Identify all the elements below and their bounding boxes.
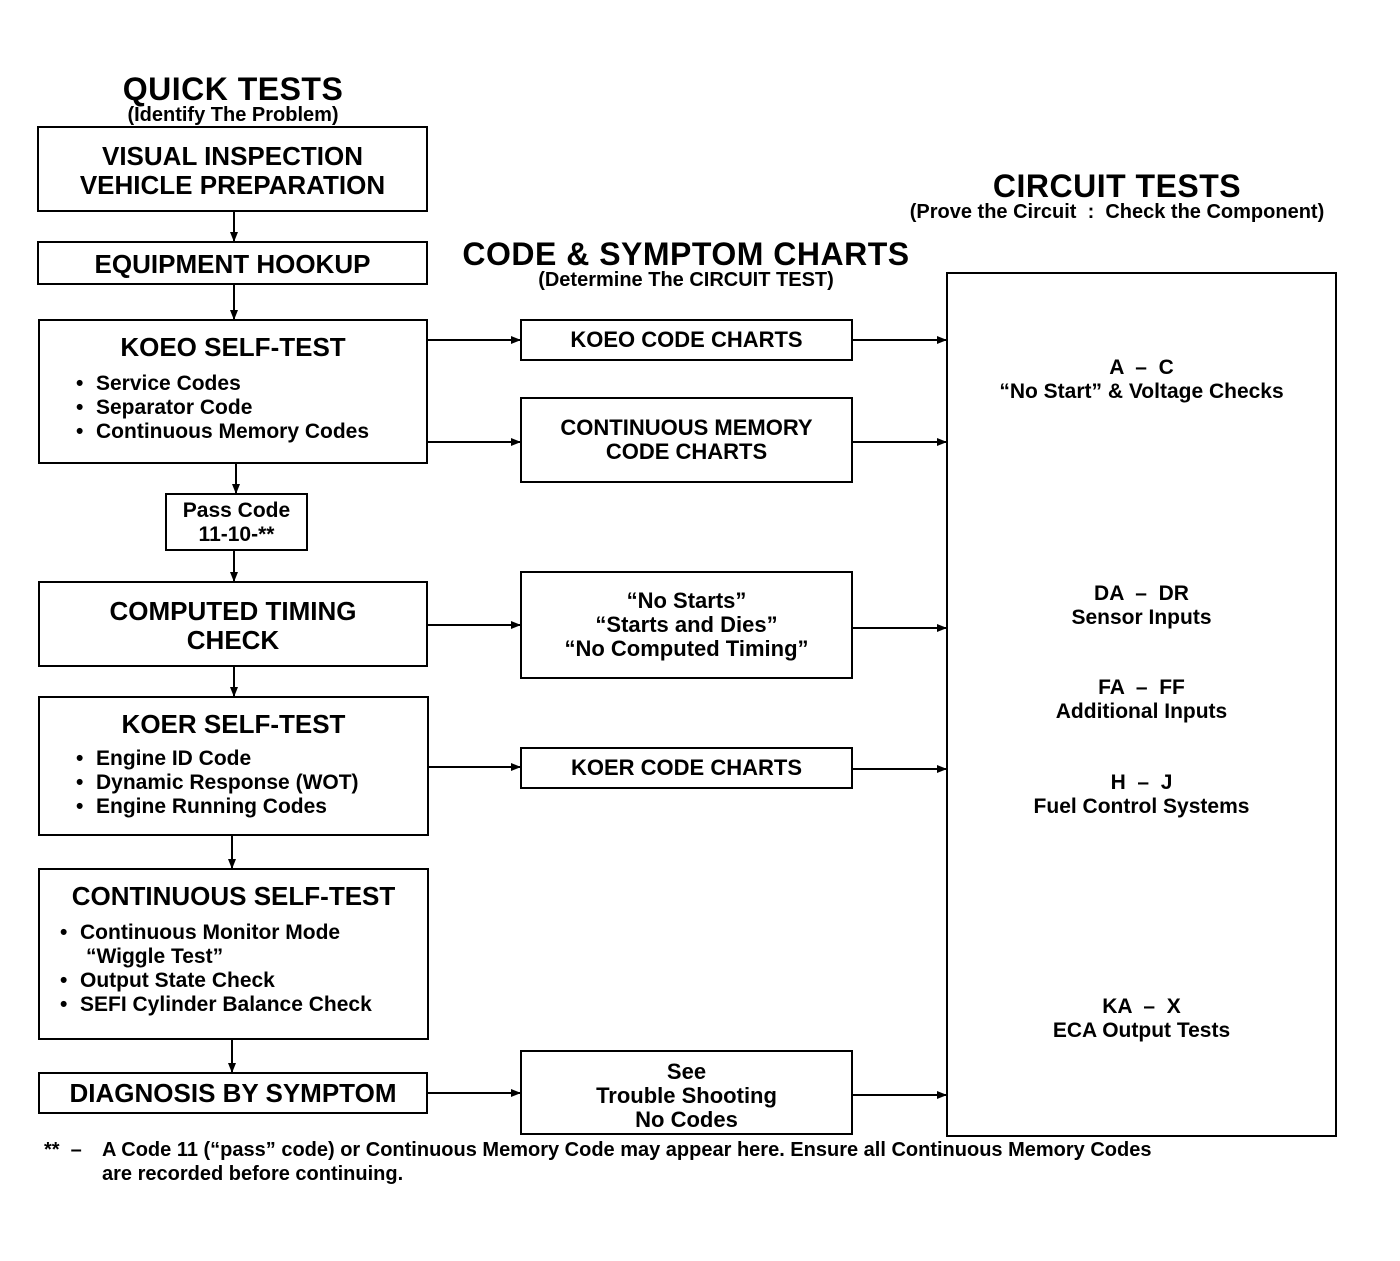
no-starts-label: “No Starts”: [626, 588, 747, 613]
footnote-marker: ** –: [44, 1139, 82, 1161]
koeo-self-test-title: KOEO SELF-TEST: [120, 332, 346, 362]
circuit-tests-header: CIRCUIT TESTS (Prove the Circuit : Check…: [862, 170, 1372, 222]
circuit-tests-box: A – C “No Start” & Voltage Checks DA – D…: [946, 272, 1337, 1137]
continuous-item: “Wiggle Test”: [86, 945, 224, 968]
computed-timing-check-label: CHECK: [186, 625, 280, 655]
no-computed-timing-label: “No Computed Timing”: [564, 636, 809, 661]
continuous-self-test-list: Continuous Monitor Mode “Wiggle Test” Ou…: [58, 921, 427, 1017]
koeo-item: Separator Code: [74, 396, 426, 420]
koeo-item: Service Codes: [74, 372, 426, 396]
footnote-line: A Code 11 (“pass” code) or Continuous Me…: [102, 1139, 1152, 1161]
pass-code-value: 11-10-**: [198, 523, 275, 546]
circuit-group: FA – FF Additional Inputs: [948, 676, 1335, 724]
starts-and-dies-label: “Starts and Dies”: [595, 612, 778, 637]
koer-code-charts-label: KOER CODE CHARTS: [570, 755, 802, 780]
continuous-item: SEFI Cylinder Balance Check: [58, 993, 427, 1017]
computed-timing-label: COMPUTED TIMING: [109, 596, 357, 626]
symptom-charts-box: “No Starts” “Starts and Dies” “No Comput…: [520, 571, 853, 679]
circuit-group: DA – DR Sensor Inputs: [948, 582, 1335, 630]
circuit-group: A – C “No Start” & Voltage Checks: [948, 356, 1335, 404]
circuit-tests-title: CIRCUIT TESTS: [992, 168, 1242, 204]
koer-item: Dynamic Response (WOT): [74, 771, 427, 795]
koeo-self-test-box: KOEO SELF-TEST Service Codes Separator C…: [38, 319, 428, 464]
koeo-code-charts-box: KOEO CODE CHARTS: [520, 319, 853, 361]
continuous-item: Output State Check: [58, 969, 427, 993]
trouble-shooting-label: Trouble Shooting: [596, 1083, 777, 1108]
diagnosis-by-symptom-label: DIAGNOSIS BY SYMPTOM: [69, 1078, 397, 1108]
circuit-group-label: Fuel Control Systems: [1033, 795, 1250, 818]
code-charts-label: CODE CHARTS: [605, 439, 768, 464]
circuit-group: H – J Fuel Control Systems: [948, 771, 1335, 819]
see-trouble-shooting-box: See Trouble Shooting No Codes: [520, 1050, 853, 1135]
visual-inspection-label: VISUAL INSPECTION: [101, 141, 363, 171]
koer-self-test-list: Engine ID Code Dynamic Response (WOT) En…: [74, 747, 427, 819]
pass-code-box: Pass Code 11-10-**: [165, 493, 308, 551]
footnote-line: are recorded before continuing.: [102, 1163, 404, 1185]
diagnosis-by-symptom-box: DIAGNOSIS BY SYMPTOM: [38, 1072, 428, 1114]
quick-tests-title: QUICK TESTS: [122, 71, 344, 107]
koer-self-test-title: KOER SELF-TEST: [121, 709, 346, 739]
koeo-self-test-list: Service Codes Separator Code Continuous …: [74, 372, 426, 444]
code-symptom-subtitle: (Determine The CIRCUIT TEST): [538, 269, 834, 291]
computed-timing-box: COMPUTED TIMING CHECK: [38, 581, 428, 667]
continuous-memory-charts-box: CONTINUOUS MEMORY CODE CHARTS: [520, 397, 853, 483]
koer-item: Engine Running Codes: [74, 795, 427, 819]
koer-self-test-box: KOER SELF-TEST Engine ID Code Dynamic Re…: [38, 696, 429, 836]
equipment-hookup-label: EQUIPMENT HOOKUP: [94, 249, 371, 279]
continuous-item: Continuous Monitor Mode: [58, 921, 427, 945]
quick-tests-header: QUICK TESTS (Identify The Problem): [78, 73, 388, 125]
visual-inspection-box: VISUAL INSPECTION VEHICLE PREPARATION: [37, 126, 428, 212]
koeo-code-charts-label: KOEO CODE CHARTS: [570, 327, 803, 352]
footnote-text: A Code 11 (“pass” code) or Continuous Me…: [102, 1138, 1352, 1186]
continuous-self-test-box: CONTINUOUS SELF-TEST Continuous Monitor …: [38, 868, 429, 1040]
circuit-group-range: H – J: [1110, 771, 1173, 794]
circuit-group-range: A – C: [1109, 356, 1174, 379]
no-codes-label: No Codes: [635, 1107, 738, 1132]
koer-item: Engine ID Code: [74, 747, 427, 771]
circuit-group: KA – X ECA Output Tests: [948, 995, 1335, 1043]
continuous-self-test-title: CONTINUOUS SELF-TEST: [71, 881, 396, 911]
koer-code-charts-box: KOER CODE CHARTS: [520, 747, 853, 789]
koeo-item: Continuous Memory Codes: [74, 420, 426, 444]
circuit-group-label: ECA Output Tests: [1052, 1019, 1231, 1042]
circuit-group-range: FA – FF: [1098, 676, 1185, 699]
see-label: See: [666, 1059, 707, 1084]
code-symptom-title: CODE & SYMPTOM CHARTS: [462, 236, 910, 272]
circuit-group-label: Sensor Inputs: [1071, 606, 1212, 629]
circuit-tests-subtitle: (Prove the Circuit : Check the Component…: [909, 201, 1325, 223]
vehicle-preparation-label: VEHICLE PREPARATION: [79, 170, 386, 200]
equipment-hookup-box: EQUIPMENT HOOKUP: [37, 241, 428, 285]
continuous-memory-label: CONTINUOUS MEMORY: [560, 415, 813, 440]
circuit-group-range: KA – X: [1102, 995, 1181, 1018]
pass-code-label: Pass Code: [182, 499, 291, 522]
code-symptom-header: CODE & SYMPTOM CHARTS (Determine The CIR…: [446, 238, 926, 290]
quick-tests-subtitle: (Identify The Problem): [127, 104, 339, 126]
circuit-group-range: DA – DR: [1094, 582, 1189, 605]
circuit-group-label: “No Start” & Voltage Checks: [999, 380, 1284, 403]
circuit-group-label: Additional Inputs: [1055, 700, 1228, 723]
